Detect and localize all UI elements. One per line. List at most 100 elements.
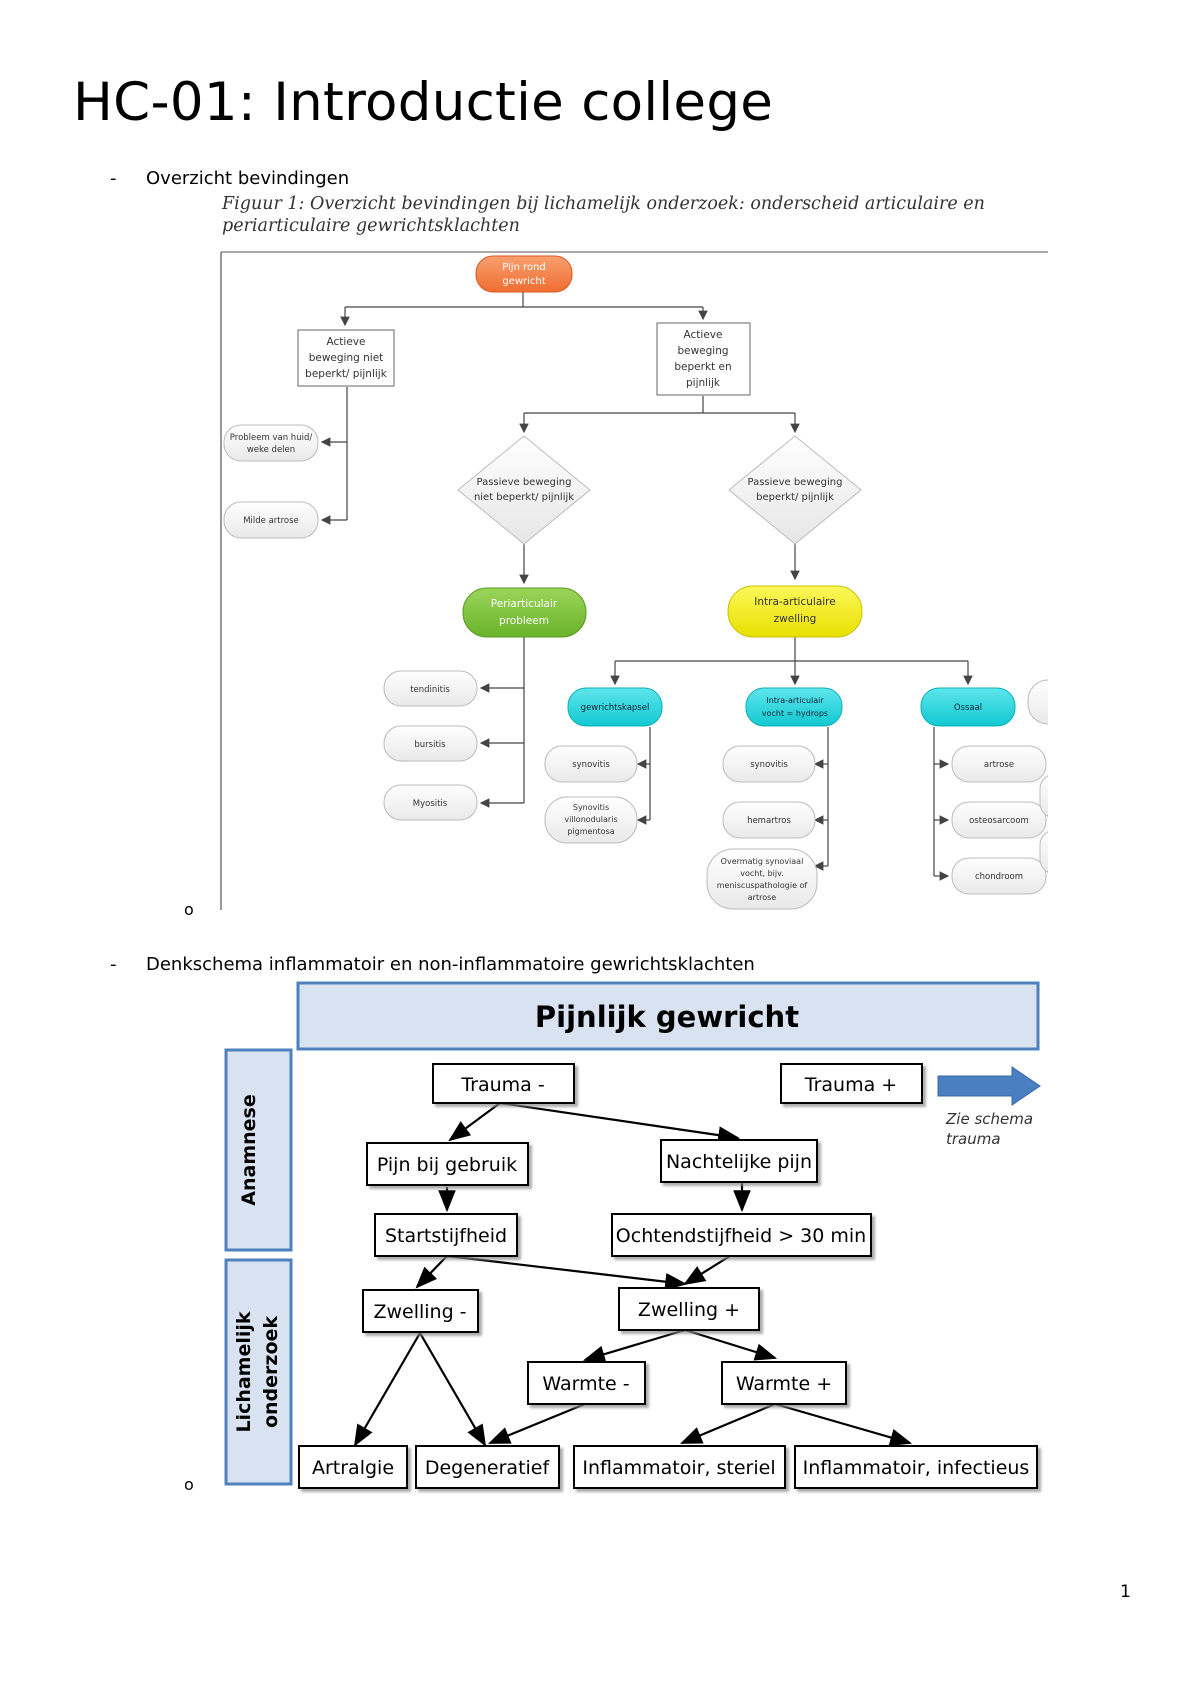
box-pijn-bij-gebruik: Pijn bij gebruik	[366, 1142, 529, 1186]
box-ochtendstijfheid: Ochtendstijfheid > 30 min	[611, 1213, 872, 1257]
bullet-dash: -	[110, 954, 117, 975]
figure1-connectors	[320, 292, 973, 881]
box-label: Trauma +	[804, 1074, 897, 1096]
side-label-text: Lichamelijk	[233, 1311, 255, 1432]
box-label: Nachtelijke pijn	[666, 1151, 812, 1173]
node-label: Intra-articulair	[766, 696, 824, 705]
figure2-arrows	[353, 1101, 913, 1447]
node-bursitis: bursitis	[383, 725, 478, 762]
node-label: beperkt/ pijnlijk	[756, 492, 834, 503]
node-label: tendinitis	[410, 685, 450, 695]
node-label: chondroom	[975, 872, 1023, 882]
bullet-overzicht: Overzicht bevindingen	[146, 168, 350, 189]
box-startstijfheid: Startstijfheid	[374, 1213, 518, 1257]
node-overmatig-vocht: Overmatig synoviaal vocht, bijv. meniscu…	[706, 848, 818, 910]
box-trauma-pos: Trauma +	[780, 1063, 923, 1104]
box-label: Artralgie	[312, 1457, 394, 1479]
see-trauma-text: trauma	[946, 1130, 1001, 1148]
node-label: Passieve beweging	[477, 477, 572, 488]
node-passieve-niet-beperkt: Passieve beweging niet beperkt/ pijnlijk	[457, 435, 591, 545]
box-warmte-pos: Warmte +	[721, 1361, 847, 1405]
sub-bullet: o	[184, 1475, 194, 1494]
figure2-header-text: Pijnlijk gewricht	[535, 1000, 799, 1034]
figure1-caption: Figuur 1: Overzicht bevindingen bij lich…	[222, 194, 985, 236]
side-label-anamnese: Anamnese	[224, 1048, 293, 1252]
bullet-dash: -	[110, 168, 117, 189]
box-artralgie: Artralgie	[298, 1445, 408, 1489]
box-label: Zwelling +	[638, 1299, 740, 1321]
box-zwelling-neg: Zwelling -	[362, 1289, 479, 1333]
node-label: Ossaal	[954, 703, 982, 713]
node-actieve-niet-beperkt: Actieve beweging niet beperkt/ pijnlijk	[297, 329, 395, 387]
node-artrose: artrose	[951, 745, 1047, 783]
box-label: Ochtendstijfheid > 30 min	[616, 1225, 866, 1247]
box-label: Warmte +	[736, 1373, 832, 1395]
node-ossaal: Ossaal	[920, 687, 1016, 727]
node-label: Intra-articulaire	[754, 596, 835, 608]
figure1-crop-mask	[1048, 240, 1200, 920]
node-label: vocht, bijv.	[740, 869, 784, 878]
figure2-header: Pijnlijk gewricht	[296, 981, 1040, 1051]
box-label: Degeneratief	[425, 1457, 551, 1479]
node-label: niet beperkt/ pijnlijk	[474, 492, 574, 503]
side-label-lichamelijk-onderzoek: Lichamelijk onderzoek	[224, 1258, 293, 1486]
node-synovitis-2: synovitis	[722, 745, 816, 783]
figure2-flowchart: Pijnlijk gewricht Anamnese Lichamelijk o…	[224, 981, 1041, 1489]
node-label: hemartros	[747, 816, 791, 826]
node-label: beperkt/ pijnlijk	[305, 368, 388, 380]
node-label: Periarticulair	[491, 598, 558, 610]
node-label: osteosarcoom	[969, 816, 1029, 826]
box-inflammatoir-steriel: Inflammatoir, steriel	[573, 1445, 786, 1489]
node-label: gewrichtskapsel	[581, 703, 650, 713]
box-nachtelijke-pijn: Nachtelijke pijn	[660, 1139, 818, 1183]
blue-arrow-icon	[937, 1066, 1041, 1106]
node-label: Probleem van huid/	[230, 433, 313, 443]
box-label: Startstijfheid	[385, 1225, 507, 1247]
page-number: 1	[1120, 1582, 1131, 1602]
node-pvns: Synovitis villonodularis pigmentosa	[544, 796, 638, 844]
node-osteosarcoom: osteosarcoom	[951, 801, 1047, 839]
node-milde-artrose: Milde artrose	[223, 501, 319, 539]
node-intra-articulair-vocht: Intra-articulair vocht = hydrops	[745, 687, 843, 727]
box-label: Zwelling -	[373, 1301, 466, 1323]
node-gewrichtskapsel: gewrichtskapsel	[567, 687, 663, 727]
node-actieve-beperkt: Actieve beweging beperkt en pijnlijk	[656, 322, 751, 396]
node-periarticulair: Periarticulair probleem	[462, 587, 587, 638]
box-degeneratief: Degeneratief	[415, 1445, 560, 1489]
node-label: Milde artrose	[243, 516, 299, 526]
node-label: vocht = hydrops	[762, 709, 828, 718]
node-label: zwelling	[774, 613, 817, 625]
node-label: Overmatig synoviaal	[721, 857, 804, 866]
box-zwelling-pos: Zwelling +	[618, 1287, 760, 1331]
node-label: Pijn rond	[502, 262, 546, 273]
box-trauma-neg: Trauma -	[432, 1063, 575, 1104]
figure1-flowchart: Pijn rond gewricht Actieve beweging niet…	[220, 240, 1200, 920]
node-tendinitis: tendinitis	[383, 670, 478, 707]
node-hemartros: hemartros	[722, 801, 816, 839]
box-inflammatoir-infectieus: Inflammatoir, infectieus	[794, 1445, 1038, 1489]
node-label: pigmentosa	[567, 827, 614, 836]
box-label: Inflammatoir, infectieus	[803, 1457, 1030, 1479]
box-label: Inflammatoir, steriel	[582, 1457, 775, 1479]
page-title: HC-01: Introductie college	[73, 72, 774, 133]
sub-bullet: o	[184, 900, 194, 919]
node-label: artrose	[748, 893, 777, 902]
box-label: Warmte -	[542, 1373, 629, 1395]
box-label: Trauma -	[460, 1074, 544, 1096]
node-label: Passieve beweging	[748, 477, 843, 488]
node-intra-articulaire-zwelling: Intra-articulaire zwelling	[727, 585, 863, 638]
node-probleem-huid: Probleem van huid/ weke delen	[223, 424, 319, 462]
node-label: probleem	[499, 615, 549, 627]
node-label: pijnlijk	[686, 377, 721, 389]
node-label: meniscuspathologie of	[717, 881, 808, 890]
node-label: synovitis	[750, 760, 788, 770]
node-passieve-beperkt: Passieve beweging beperkt/ pijnlijk	[728, 435, 862, 545]
node-label: synovitis	[572, 760, 610, 770]
see-trauma-text: Zie schema	[945, 1110, 1033, 1128]
node-label: artrose	[984, 760, 1014, 770]
node-label: gewricht	[502, 276, 545, 287]
box-label: Pijn bij gebruik	[377, 1154, 517, 1176]
side-label-text: Anamnese	[238, 1094, 260, 1205]
node-label: beperkt en	[674, 361, 731, 373]
node-pijn-rond-gewricht: Pijn rond gewricht	[475, 255, 573, 293]
